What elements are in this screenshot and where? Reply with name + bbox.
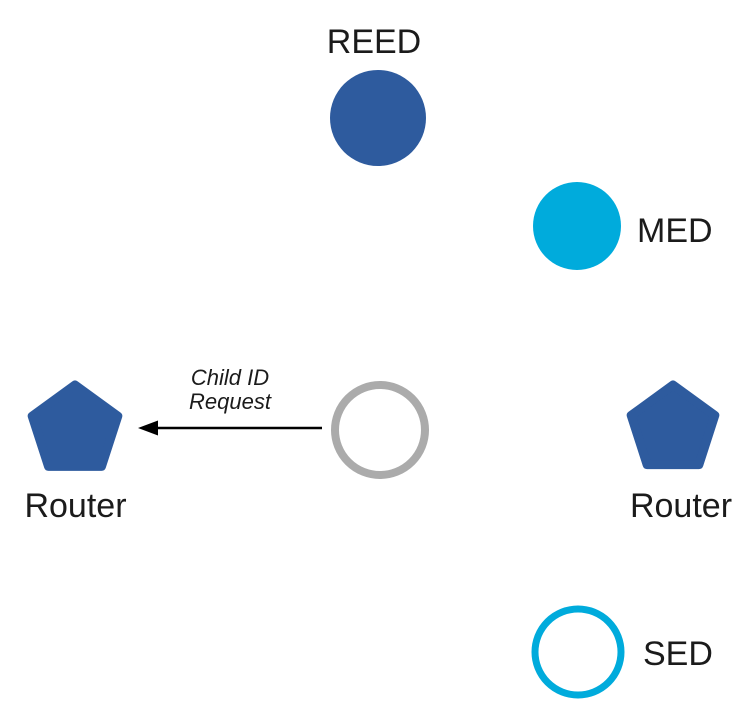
med-node-circle	[533, 182, 621, 270]
router-left-pentagon	[27, 380, 123, 471]
joiner-node-circle	[331, 381, 429, 479]
sed-node-circle	[531, 605, 625, 699]
child-id-request-label: Child ID Request	[189, 365, 271, 414]
router-left-label: Router	[24, 487, 127, 525]
router-right-label: Router	[629, 487, 733, 525]
sed-node-label: SED	[643, 635, 713, 673]
child-id-request-arrow	[138, 420, 322, 436]
arrow-head-icon	[138, 420, 158, 436]
reed-node-circle	[330, 70, 426, 166]
med-node-label: MED	[637, 212, 713, 250]
router-right-pentagon	[626, 380, 720, 470]
reed-node-label: REED	[326, 23, 422, 61]
